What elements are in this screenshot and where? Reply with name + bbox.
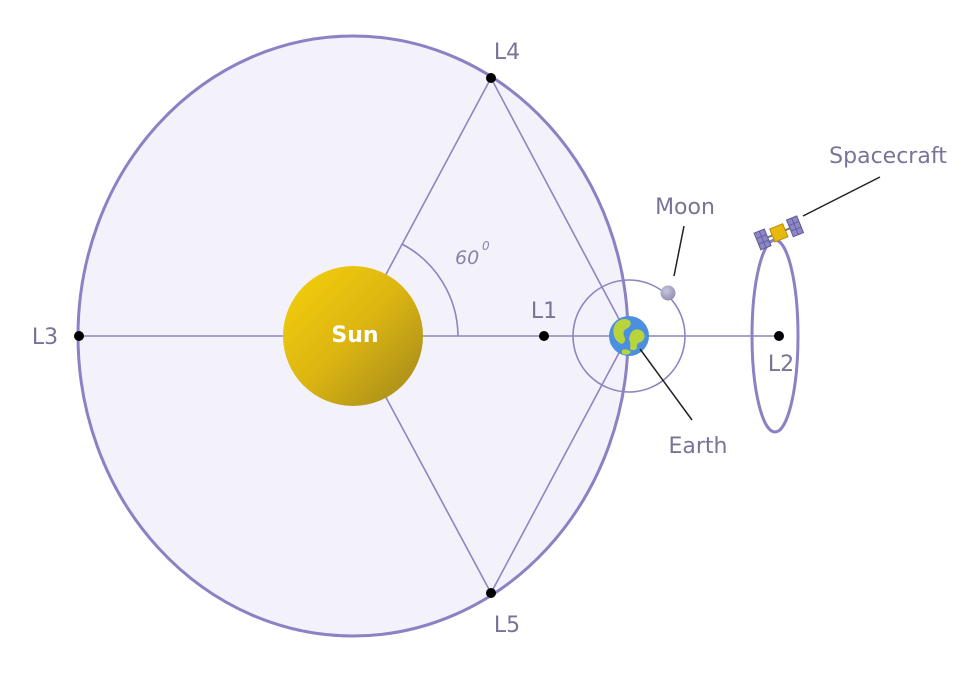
angle-label: 60	[455, 247, 479, 269]
l1-label: L1	[531, 299, 557, 324]
l4-earth-line	[490, 77, 629, 337]
moon-orbit	[572, 279, 686, 393]
sun-label: Sun	[331, 323, 378, 348]
l1-point	[539, 331, 549, 341]
moon-label: Moon	[655, 195, 715, 220]
spacecraft-callout-line	[802, 176, 881, 217]
l5-earth-line	[490, 335, 629, 594]
l3-label: L3	[32, 325, 58, 350]
spacecraft-label: Spacecraft	[829, 144, 947, 169]
moon	[660, 285, 676, 301]
l2-label: L2	[768, 352, 794, 377]
spacecraft-icon	[753, 215, 805, 251]
l4-point	[486, 73, 496, 83]
earth-callout-line	[639, 348, 693, 421]
l4-label: L4	[494, 40, 520, 65]
l3-point	[74, 331, 84, 341]
angle-degree-mark: 0	[482, 239, 490, 253]
l2-point	[774, 331, 784, 341]
moon-callout-line	[673, 225, 685, 277]
l5-point	[486, 588, 496, 598]
earth-label: Earth	[669, 434, 728, 459]
sun	[283, 266, 423, 406]
l5-label: L5	[494, 613, 520, 638]
earth-icon	[609, 316, 649, 356]
angle-arc	[401, 243, 459, 337]
